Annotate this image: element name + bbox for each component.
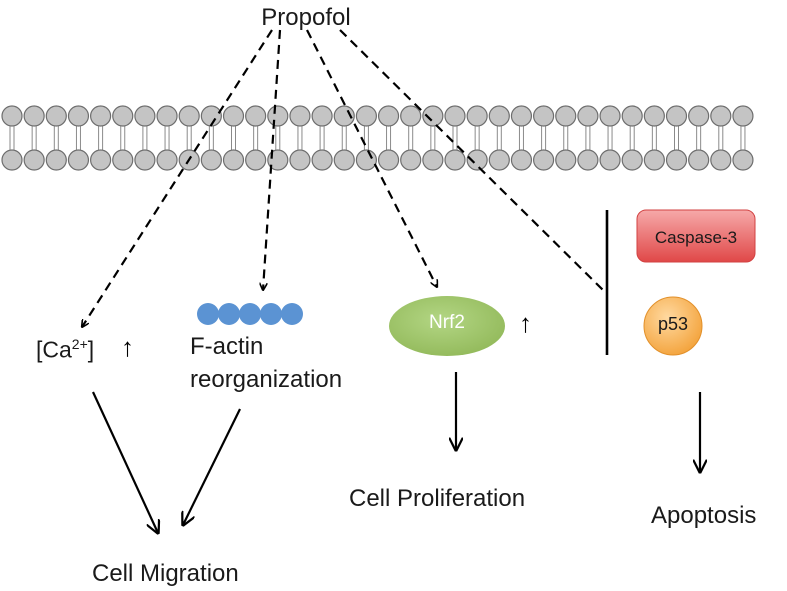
factin-beads xyxy=(197,303,303,325)
lipid-head xyxy=(466,105,488,127)
lipid-head xyxy=(532,149,555,171)
lipid-head xyxy=(311,105,333,127)
lipid-head xyxy=(89,105,112,127)
dashed-arrow-to-factin xyxy=(263,29,282,290)
lipid-head xyxy=(178,105,200,127)
apoptosis-label: Apoptosis xyxy=(651,502,757,529)
lipid-head xyxy=(732,105,754,127)
dashed-arrow-to-calcium xyxy=(82,29,273,327)
dashed-arrow-to-nrf2 xyxy=(306,29,437,287)
arrow-calcium-to-migration xyxy=(92,391,158,533)
lipid-head xyxy=(156,149,178,171)
lipid-head xyxy=(267,105,289,127)
lipid-head xyxy=(45,149,67,171)
lipid-head xyxy=(710,105,732,127)
lipid-head xyxy=(577,105,599,127)
lipid-head xyxy=(311,149,333,171)
lipid-head xyxy=(377,149,400,171)
calcium-charge: 2+ xyxy=(71,336,88,352)
calcium-base: [Ca xyxy=(36,336,72,363)
lipid-head xyxy=(355,149,377,171)
lipid-head xyxy=(444,149,466,171)
lipid-head xyxy=(1,149,23,171)
lipid-head xyxy=(156,105,178,127)
lipid-head xyxy=(688,105,710,127)
lipid-head xyxy=(1,105,23,127)
calcium-increase-arrow: ↑ xyxy=(121,332,134,362)
nrf2-label: Nrf2 xyxy=(429,312,465,333)
lipid-head xyxy=(245,105,267,127)
caspase3-label: Caspase-3 xyxy=(654,228,738,247)
lipid-head xyxy=(400,105,422,127)
cell-proliferation-label: Cell Proliferation xyxy=(349,485,526,512)
factin-label: F-actin reorganization xyxy=(190,330,342,396)
lipid-head xyxy=(45,105,67,127)
calcium-label: [Ca2+] xyxy=(36,336,94,364)
caspase3-node xyxy=(636,209,756,263)
lipid-head xyxy=(599,105,621,127)
lipid-head xyxy=(422,149,444,171)
lipid-head xyxy=(23,149,45,171)
lipid-head xyxy=(532,105,555,127)
lipid-head xyxy=(510,149,533,171)
lipid-head xyxy=(710,149,732,171)
lipid-head xyxy=(67,149,90,171)
lipid-head xyxy=(23,105,45,127)
lipid-head xyxy=(555,149,577,171)
propofol-label: Propofol xyxy=(261,4,351,31)
lipid-head xyxy=(289,105,311,127)
lipid-head xyxy=(289,149,311,171)
factin-line1: F-actin xyxy=(190,333,264,360)
lipid-head xyxy=(377,105,400,127)
factin-line2: reorganization xyxy=(190,366,343,393)
calcium-close: ] xyxy=(87,336,95,363)
lipid-head xyxy=(200,149,222,171)
lipid-head xyxy=(333,149,355,171)
lipid-head xyxy=(621,149,643,171)
nrf2-node xyxy=(389,296,505,356)
lipid-head xyxy=(400,149,422,171)
lipid-head xyxy=(222,149,245,171)
lipid-head xyxy=(245,149,267,171)
lipid-head xyxy=(466,149,488,171)
lipid-head xyxy=(643,105,665,127)
lipid-head xyxy=(510,105,533,127)
p53-node xyxy=(643,296,703,356)
lipid-head xyxy=(643,149,665,171)
lipid-head xyxy=(621,105,643,127)
lipid-head xyxy=(688,149,710,171)
dashed-inhibition-line xyxy=(339,29,607,294)
lipid-head xyxy=(732,149,754,171)
lipid-head xyxy=(112,105,134,127)
lipid-head xyxy=(134,149,156,171)
arrow-factin-to-migration xyxy=(183,408,241,525)
lipid-head xyxy=(67,105,90,127)
lipid-head xyxy=(355,105,377,127)
lipid-head xyxy=(89,149,112,171)
lipid-head xyxy=(112,149,134,171)
cell-migration-label: Cell Migration xyxy=(92,560,239,587)
lipid-head xyxy=(488,149,510,171)
lipid-head xyxy=(333,105,355,127)
lipid-head xyxy=(444,105,466,127)
lipid-head xyxy=(422,105,444,127)
lipid-head xyxy=(488,105,510,127)
lipid-head xyxy=(577,149,599,171)
lipid-head xyxy=(555,105,577,127)
lipid-head xyxy=(134,105,156,127)
lipid-head xyxy=(665,149,688,171)
p53-label: p53 xyxy=(657,314,689,334)
lipid-head xyxy=(599,149,621,171)
cell-membrane xyxy=(1,105,754,171)
lipid-head xyxy=(665,105,688,127)
lipid-head xyxy=(222,105,245,127)
nrf2-increase-arrow: ↑ xyxy=(519,308,532,338)
